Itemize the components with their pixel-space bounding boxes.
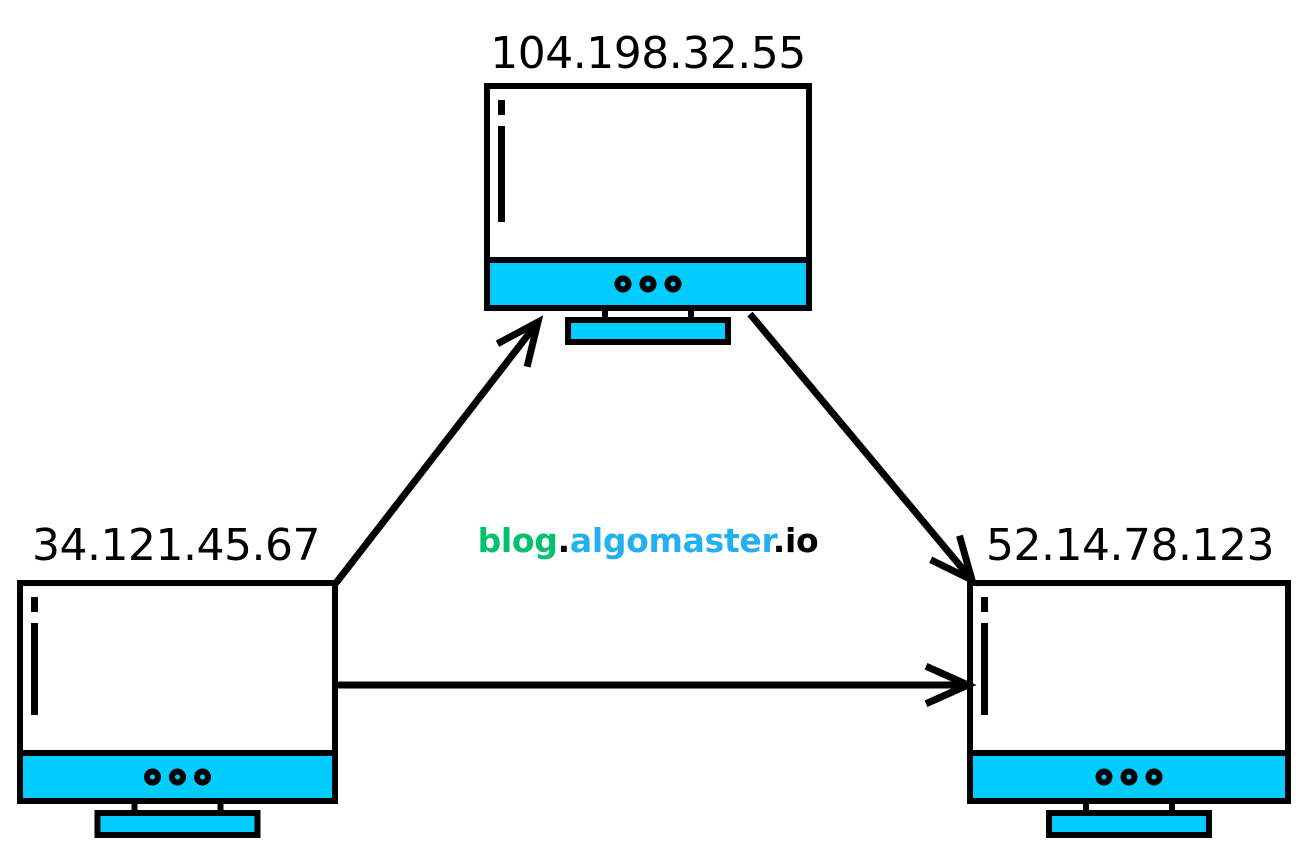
monitor-screen-top-server [484,83,812,263]
indicator-dot-3-left-client [194,768,211,786]
node-label-top-server: 104.198.32.55 [490,28,805,79]
monitor-stand-base-left-client [94,810,261,838]
indicator-dot-2-right-server [1120,768,1138,786]
screen-tick-short-top-server [498,100,505,115]
arrow-head-left-to-top [495,315,544,368]
monitor-icon-top-server [484,83,812,345]
monitor-stand-base-top-server [565,317,731,345]
indicator-dot-1-right-server [1095,768,1113,786]
screen-tick-short-right-server [981,597,988,612]
connection-arrows [333,311,978,707]
screen-tick-short-left-client [31,597,38,612]
node-left-client[interactable]: 34.121.45.67 [17,520,338,838]
node-label-left-client: 34.121.45.67 [32,520,320,571]
monitor-base-strip-left-client [17,750,338,804]
arrow-left-to-right [336,663,977,707]
monitor-icon-right-server [967,580,1291,838]
indicator-dot-2-top-server [639,275,657,293]
monitor-base-strip-top-server [484,257,812,311]
monitor-base-strip-right-server [967,750,1291,804]
indicator-dot-1-left-client [144,768,161,786]
screen-tick-long-left-client [31,623,38,715]
arrow-shaft-top-to-right [747,311,975,583]
indicator-dot-3-top-server [664,275,682,293]
arrow-head-top-to-right [929,534,978,587]
arrow-head-left-to-right [924,663,977,707]
arrow-left-to-top [333,315,544,586]
indicator-dot-1-top-server [614,275,632,293]
domain-name-label: blog.algomaster.io [478,521,819,560]
indicator-dot-3-right-server [1145,768,1163,786]
monitor-stand-base-right-server [1046,810,1212,838]
node-label-right-server: 52.14.78.123 [986,520,1274,571]
indicator-dot-2-left-client [169,768,186,786]
arrow-top-to-right [747,311,978,587]
monitor-screen-left-client [17,580,338,756]
node-right-server[interactable]: 52.14.78.123 [967,520,1291,838]
node-top-server[interactable]: 104.198.32.55 [484,28,812,345]
screen-tick-long-right-server [981,623,988,715]
monitor-icon-left-client [17,580,338,838]
screen-tick-long-top-server [498,126,505,222]
monitor-screen-right-server [967,580,1291,756]
arrow-shaft-left-to-top [333,319,541,586]
